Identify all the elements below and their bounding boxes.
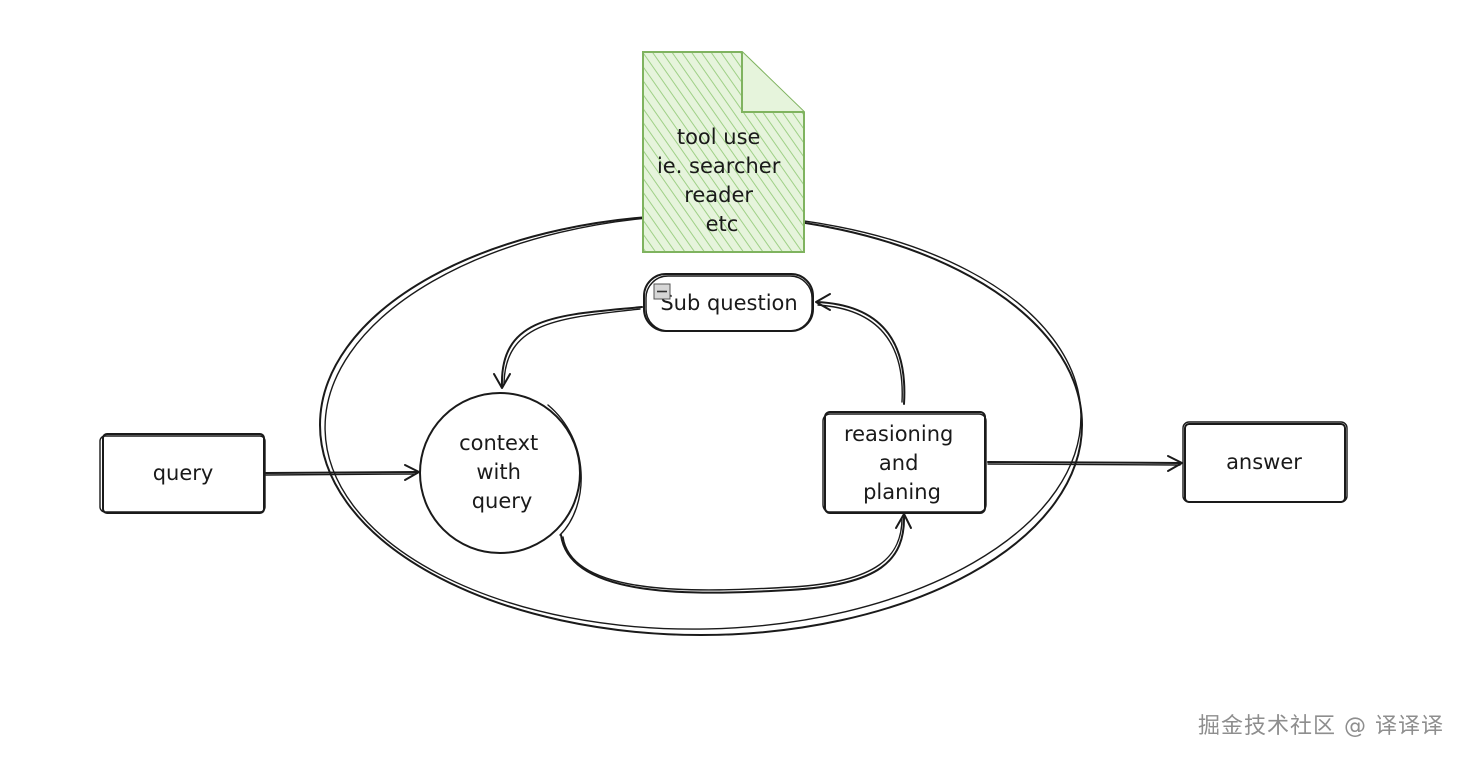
reasoning-line-3: planing bbox=[863, 480, 941, 504]
context-line-1: context bbox=[459, 431, 538, 455]
svg-text:reasioning and pla: reasioning and planing bbox=[844, 422, 960, 504]
tool-note-line-2: ie. searcher bbox=[657, 154, 781, 178]
answer-node[interactable]: answer bbox=[1182, 421, 1348, 503]
context-line-3: query bbox=[472, 489, 533, 513]
minus-box-icon[interactable] bbox=[653, 283, 671, 300]
sub-question-node[interactable]: Sub question bbox=[643, 273, 814, 332]
arrow-subquestion-to-context bbox=[493, 306, 643, 389]
tool-note-line-4: etc bbox=[706, 212, 739, 236]
reasoning-line-1: reasioning bbox=[844, 422, 953, 446]
answer-label: answer bbox=[1226, 450, 1302, 474]
tool-note-line-1: tool use bbox=[677, 125, 761, 149]
arrow-reasoning-to-answer bbox=[987, 455, 1183, 472]
watermark-text: 掘金技术社区 @ 译译译 bbox=[1198, 714, 1444, 739]
svg-text:context with query: context with query bbox=[459, 431, 545, 513]
agent-loop-ellipse bbox=[319, 214, 1083, 636]
svg-text:tool use ie. searcher: tool use ie. searcher reader etc bbox=[657, 125, 787, 236]
arrow-context-to-reasoning bbox=[560, 513, 912, 594]
reasoning-planing-node[interactable]: reasioning and planing bbox=[822, 411, 987, 514]
arrow-reasoning-to-subquestion bbox=[815, 293, 906, 405]
sub-question-label: Sub question bbox=[660, 291, 797, 315]
arrow-query-to-context bbox=[265, 464, 420, 481]
query-label: query bbox=[153, 461, 214, 485]
reasoning-line-2: and bbox=[879, 451, 919, 475]
tool-use-note: tool use ie. searcher reader etc bbox=[642, 51, 805, 253]
tool-note-line-3: reader bbox=[684, 183, 753, 207]
context-line-2: with bbox=[476, 460, 521, 484]
context-with-query-node[interactable]: context with query bbox=[419, 392, 582, 554]
query-node[interactable]: query bbox=[99, 433, 266, 514]
